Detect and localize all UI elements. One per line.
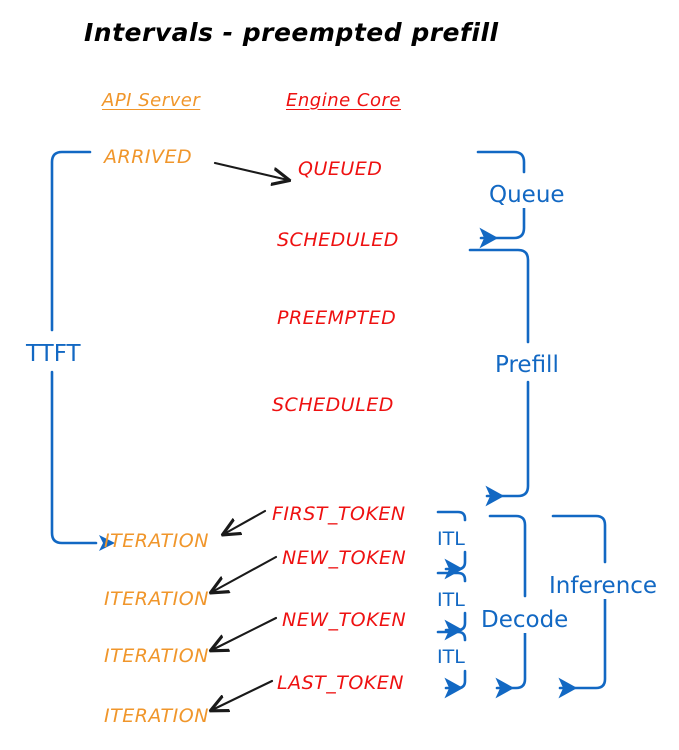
ttft-arrowhead: [99, 535, 115, 551]
event-preempted: PREEMPTED: [277, 307, 397, 329]
inference-bracket-top: [551, 514, 607, 564]
interval-brackets: [50, 150, 607, 699]
interval-label-inference: Inference: [546, 573, 661, 599]
prefill-bracket-top: [468, 248, 530, 344]
event-last-token: LAST_TOKEN: [277, 672, 404, 694]
queue-bracket-bottom: [479, 194, 526, 249]
event-scheduled-1: SCHEDULED: [277, 229, 399, 251]
interval-label-queue: Queue: [486, 182, 568, 208]
itl-3-bracket-top: [436, 630, 467, 642]
itl-1-bracket-top: [436, 510, 467, 522]
itl-2-bracket-bottom: [444, 611, 467, 641]
event-new-token-2: NEW_TOKEN: [282, 609, 407, 631]
event-iteration-4: ITERATION: [104, 705, 209, 727]
itl-1-bracket-bottom: [444, 550, 467, 580]
event-arrived: ARRIVED: [104, 146, 193, 168]
event-first-token: FIRST_TOKEN: [272, 503, 406, 525]
interval-label-decode: Decode: [478, 607, 572, 633]
event-scheduled-2: SCHEDULED: [272, 394, 394, 416]
interval-label-prefill: Prefill: [492, 352, 562, 378]
decode-bracket-bottom: [495, 630, 527, 699]
interval-label-itl-2: ITL: [434, 589, 468, 611]
itl-2-bracket-top: [436, 571, 467, 583]
inference-bracket-bottom: [558, 596, 607, 699]
event-iteration-2: ITERATION: [104, 588, 209, 610]
interval-label-itl-1: ITL: [434, 528, 468, 550]
event-queued: QUEUED: [298, 158, 383, 180]
decode-bracket-top: [488, 514, 527, 598]
column-header-engine-core: Engine Core: [286, 90, 401, 111]
interval-label-itl-3: ITL: [434, 646, 468, 668]
event-new-token-1: NEW_TOKEN: [282, 547, 407, 569]
ttft-bracket-lower: [50, 370, 98, 545]
state-transition-arrows: [212, 161, 288, 710]
event-iteration-3: ITERATION: [104, 645, 209, 667]
prefill-bracket-bottom: [485, 380, 530, 507]
event-iteration-1: ITERATION: [104, 530, 209, 552]
itl-3-bracket-bottom: [444, 669, 467, 699]
ttft-bracket: [50, 150, 92, 332]
interval-label-ttft: TTFT: [23, 341, 84, 367]
queue-bracket-top: [476, 150, 526, 174]
column-header-api-server: API Server: [102, 90, 201, 111]
page-title: Intervals - preempted prefill: [84, 18, 499, 47]
